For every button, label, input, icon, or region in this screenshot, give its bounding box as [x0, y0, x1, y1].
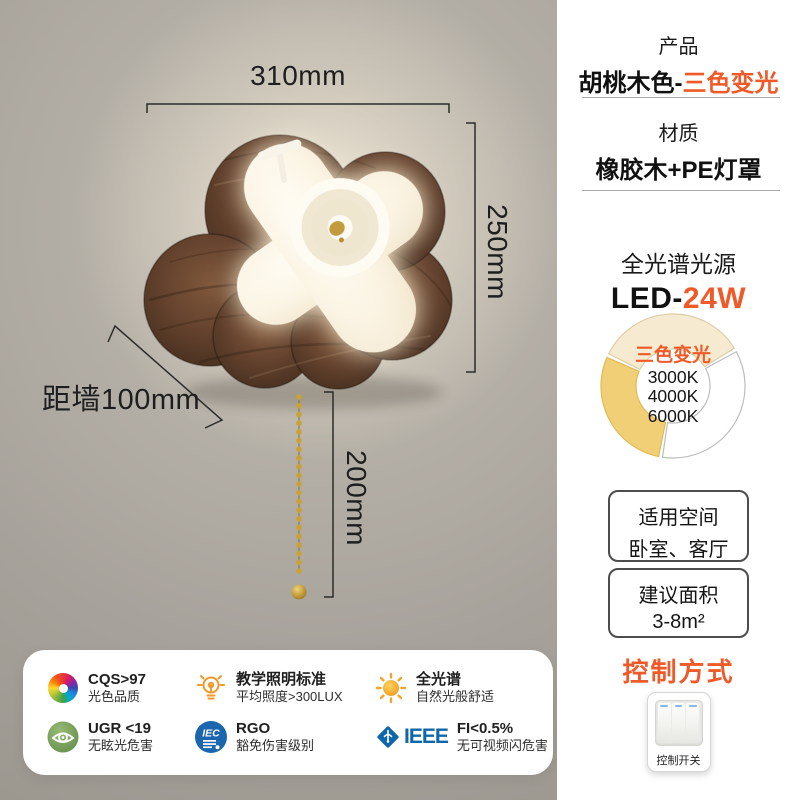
donut-chart-svg	[600, 313, 746, 459]
product-value-highlight: 三色变光	[682, 70, 779, 97]
lamp-photo-area: 310mm 250mm 200mm 距墙100mm CQS>97 光色品质	[0, 0, 557, 800]
donut-center-labels: 三色变光 3000K 4000K 6000K	[593, 306, 753, 466]
switch-plate	[654, 700, 703, 746]
divider	[582, 190, 780, 191]
material-value: 橡胶木+PE灯罩	[595, 157, 762, 184]
product-section: 产品 胡桃木色-三色变光	[557, 30, 800, 98]
pull-chain[interactable]	[291, 394, 307, 600]
donut-segment-white-right	[661, 350, 746, 459]
control-switch-label: 控制开关	[656, 755, 701, 767]
led-watt-value: 24W	[682, 282, 747, 315]
product-value: 胡桃木色-三色变光	[557, 63, 800, 98]
donut-label-6000k: 6000K	[647, 405, 699, 426]
suggested-area-box: 建议面积 3-8m²	[608, 568, 749, 638]
donut-segment-gold-left	[600, 356, 667, 458]
cert-rgo-title: RGO	[236, 719, 271, 737]
donut-title: 三色变光	[634, 345, 711, 367]
dimension-width-label: 310mm	[250, 60, 346, 91]
switch-rocker	[671, 703, 686, 743]
donut-label-3000k: 3000K	[647, 366, 699, 387]
antenna-lever	[257, 139, 302, 183]
material-title: 材质	[658, 123, 699, 145]
cert-ugr-desc: 无眩光危害	[88, 738, 154, 754]
ieee-logo-text: IEEE	[404, 725, 449, 748]
chain-bracket	[324, 391, 334, 598]
cert-teaching-desc: 平均照度>300LUX	[236, 689, 343, 705]
product-title: 产品	[658, 36, 699, 58]
cert-cqs-title: CQS>97	[88, 670, 146, 688]
cert-rgo-desc: 豁免伤害级别	[236, 738, 315, 754]
spec-panel: 产品 胡桃木色-三色变光 材质 橡胶木+PE灯罩 全光谱光源 LED-24W 三…	[557, 0, 800, 800]
cert-flicker-title: FI<0.5%	[456, 719, 514, 737]
applicable-space-box: 适用空间 卧室、客厅	[608, 490, 749, 562]
light-source-label: 全光谱光源	[621, 251, 736, 277]
divider	[582, 97, 780, 98]
color-temperature-donut-chart: 三色变光 3000K 4000K 6000K	[593, 306, 753, 466]
cert-cqs: CQS>97 光色品质	[47, 665, 193, 711]
width-bracket	[146, 103, 450, 113]
applicable-space-value: 卧室、客厅	[628, 539, 729, 561]
control-method-title: 控制方式	[622, 657, 735, 687]
lamp-scene-illustration	[75, 0, 557, 600]
suggested-area-title: 建议面积	[638, 585, 719, 607]
iec-logo-text: IEC	[202, 728, 220, 740]
cert-flicker-desc: 无可视频闪危害	[456, 738, 548, 754]
height-bracket	[466, 122, 476, 373]
dimension-wall-label: 距墙100mm	[42, 384, 201, 416]
cert-flicker: IEEE FI<0.5% 无可视频闪危害	[375, 714, 561, 760]
lightbulb-icon	[195, 672, 227, 704]
pull-chain-ball[interactable]	[291, 584, 307, 600]
led-prefix: LED-	[610, 282, 683, 315]
iec-logo-icon: IEC	[195, 721, 227, 753]
wall-distance-bracket	[107, 324, 224, 429]
led-wattage: LED-24W	[557, 282, 800, 316]
cert-cqs-desc: 光色品质	[88, 689, 141, 705]
cert-ugr-title: UGR <19	[88, 719, 151, 737]
cert-teaching: 教学照明标准 平均照度>300LUX	[195, 665, 373, 711]
wall-switch-graphic: 控制开关	[646, 692, 711, 772]
applicable-space-title: 适用空间	[638, 507, 719, 529]
suggested-area-value: 3-8m²	[652, 611, 705, 633]
airplane-lampshade	[236, 143, 424, 353]
certification-banner: CQS>97 光色品质 教学照明标准	[23, 650, 553, 775]
dimension-height-label: 250mm	[482, 204, 513, 300]
eye-icon	[47, 721, 79, 753]
cert-rgo: IEC RGO 豁免伤害级别	[195, 714, 373, 760]
dimension-lines	[107, 103, 476, 598]
cert-ugr: UGR <19 无眩光危害	[47, 714, 193, 760]
donut-segment-cream-top	[607, 313, 736, 371]
donut-label-4000k: 4000K	[647, 386, 699, 407]
light-source-section: 全光谱光源 LED-24W	[557, 245, 800, 316]
color-wheel-icon	[47, 672, 79, 704]
cert-teaching-title: 教学照明标准	[236, 670, 327, 688]
switch-rocker	[657, 703, 671, 743]
dimension-chain-label: 200mm	[341, 450, 372, 546]
cert-spectrum: 全光谱 自然光般舒适	[375, 665, 561, 711]
material-section: 材质 橡胶木+PE灯罩	[557, 117, 800, 185]
ieee-logo-icon: IEEE	[375, 721, 449, 753]
propeller-ring	[290, 178, 390, 278]
product-value-prefix: 胡桃木色-	[578, 70, 683, 97]
switch-rocker	[686, 703, 700, 743]
cert-spectrum-title: 全光谱	[416, 670, 462, 688]
cert-spectrum-desc: 自然光般舒适	[416, 689, 495, 705]
sun-icon	[375, 672, 407, 704]
